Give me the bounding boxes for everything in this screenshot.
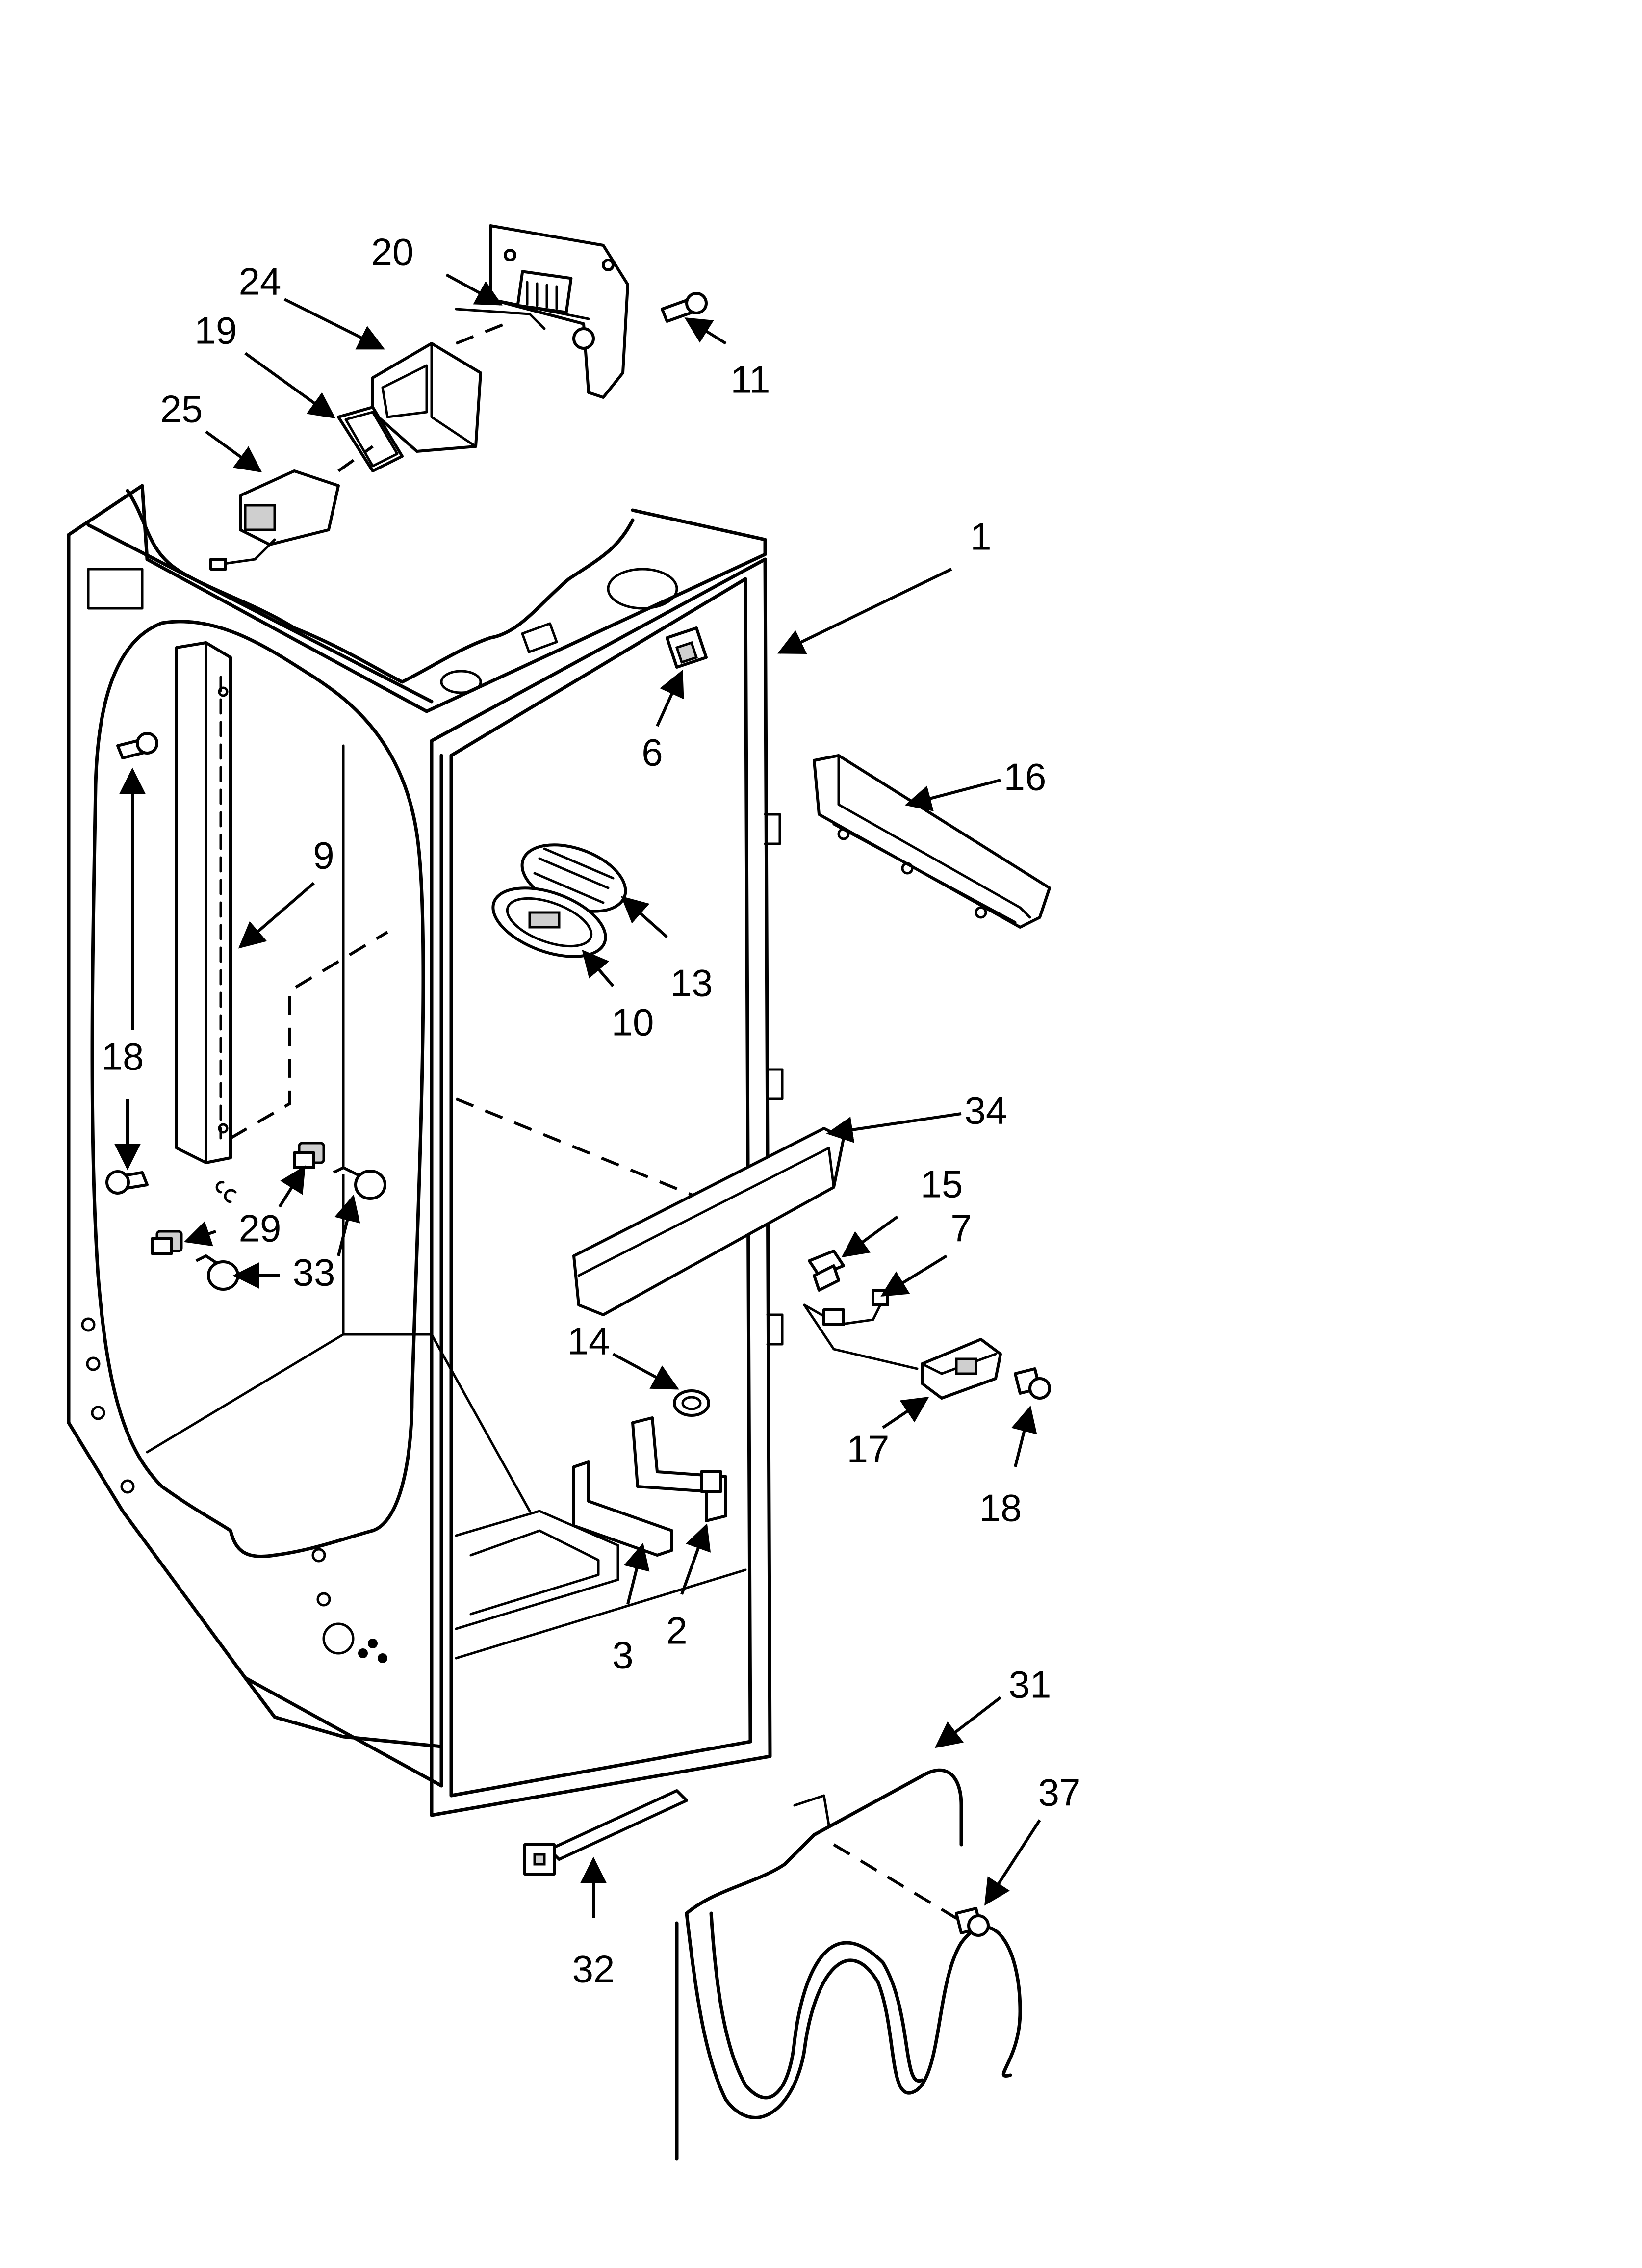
- label-18-upper: 18: [102, 1035, 144, 1078]
- label-11: 11: [731, 358, 770, 401]
- crossmember: [572, 1127, 845, 1316]
- liner-cabinet: [67, 484, 784, 1817]
- lamp-socket-lower: [151, 1230, 183, 1255]
- label-37: 37: [1038, 1771, 1081, 1814]
- defrost-heater: [675, 1768, 1022, 2161]
- label-33: 33: [293, 1251, 335, 1294]
- label-10: 10: [612, 1001, 654, 1044]
- label-1: 1: [970, 515, 991, 558]
- control-switch: [921, 1338, 1002, 1400]
- bracket-3: [572, 1460, 673, 1557]
- cable-tie: [523, 1789, 688, 1876]
- lamp-bulb-upper: [333, 1166, 386, 1200]
- control-cover: [489, 224, 629, 399]
- label-17: 17: [847, 1428, 890, 1471]
- part-labels: 20 24 19 25 11 1 6 16 9 13 10 18 34 15 7…: [102, 231, 1081, 1991]
- wire-harness: [803, 1289, 919, 1370]
- gasket: [337, 406, 404, 472]
- screw-top: [661, 292, 708, 323]
- label-13: 13: [670, 962, 713, 1005]
- lamp-socket-upper: [293, 1142, 325, 1169]
- screw-right: [1014, 1367, 1051, 1400]
- label-20: 20: [371, 231, 414, 274]
- label-18-lower: 18: [979, 1486, 1022, 1530]
- label-14: 14: [567, 1320, 610, 1363]
- lamp-bulb-lower: [195, 1254, 239, 1291]
- label-25: 25: [160, 388, 203, 431]
- label-24: 24: [239, 260, 282, 303]
- vent-cover: [491, 886, 607, 958]
- label-19: 19: [195, 309, 237, 352]
- screw-heater: [955, 1907, 990, 1937]
- label-2: 2: [666, 1609, 687, 1652]
- screw-left-lower: [105, 1170, 149, 1195]
- label-31: 31: [1009, 1663, 1052, 1706]
- label-16: 16: [1004, 756, 1047, 799]
- shelf-rail: [175, 641, 232, 1164]
- label-32: 32: [572, 1948, 615, 1991]
- screw-left-upper: [116, 732, 158, 759]
- label-34: 34: [965, 1089, 1007, 1132]
- light-switch: [666, 626, 708, 669]
- label-15: 15: [921, 1163, 963, 1206]
- clip: [808, 1250, 845, 1292]
- label-7: 7: [950, 1207, 972, 1250]
- damper-control: [209, 469, 340, 571]
- grommet: [673, 1389, 710, 1417]
- label-29: 29: [239, 1207, 282, 1250]
- label-9: 9: [313, 834, 334, 877]
- label-3: 3: [612, 1634, 633, 1677]
- leader-lines: [114, 273, 1041, 1918]
- bracket-2: [631, 1416, 727, 1522]
- channel: [813, 754, 1051, 929]
- label-6: 6: [641, 731, 663, 774]
